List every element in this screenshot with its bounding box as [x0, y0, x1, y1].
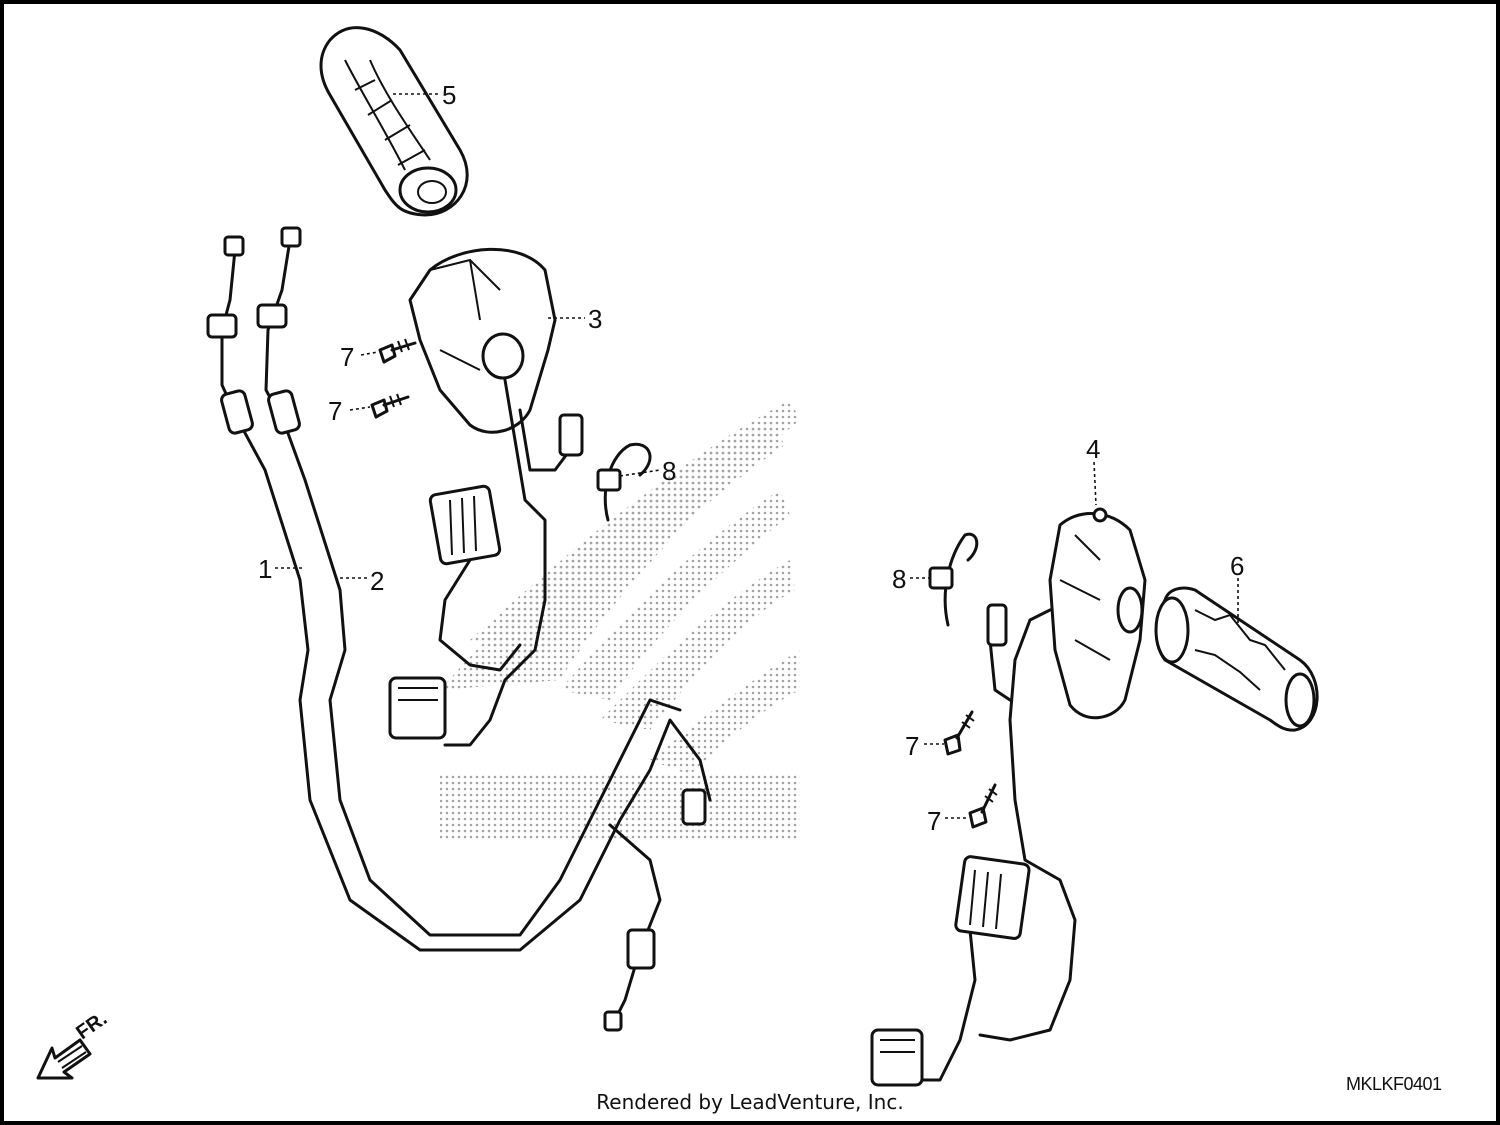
left-handlebar-switch[interactable]: [388, 247, 584, 747]
band-clamp-upper[interactable]: [596, 442, 652, 522]
callout-7b[interactable]: 7: [328, 396, 342, 426]
screw-left-upper[interactable]: [378, 338, 417, 364]
callout-6[interactable]: 6: [1230, 551, 1244, 581]
callout-7a[interactable]: 7: [340, 342, 354, 372]
leader-lines: [275, 93, 1239, 819]
callout-1[interactable]: 1: [258, 554, 272, 584]
callout-7d[interactable]: 7: [927, 806, 941, 836]
callout-5[interactable]: 5: [442, 80, 456, 110]
right-handlebar-switch[interactable]: [870, 507, 1147, 1087]
screw-right-lower[interactable]: [968, 783, 998, 829]
callout-8a[interactable]: 8: [662, 456, 676, 486]
band-clamp-lower[interactable]: [928, 532, 979, 627]
front-direction-arrow-icon: [36, 1038, 92, 1080]
callout-4[interactable]: 4: [1086, 434, 1100, 464]
callout-2[interactable]: 2: [370, 566, 384, 596]
callout-7c[interactable]: 7: [905, 731, 919, 761]
throttle-cables[interactable]: [206, 226, 712, 1032]
callout-8b[interactable]: 8: [892, 564, 906, 594]
grip-left[interactable]: [319, 26, 469, 217]
front-label: FR.: [72, 1008, 111, 1045]
screw-right-upper[interactable]: [943, 710, 975, 756]
screw-left-lower[interactable]: [370, 393, 410, 419]
render-credit: Rendered by LeadVenture, Inc.: [596, 1090, 904, 1114]
grip-right[interactable]: [1154, 586, 1319, 732]
diagram-code: MKLKF0401: [1346, 1074, 1442, 1094]
honda-watermark: [440, 400, 800, 840]
callout-3[interactable]: 3: [588, 304, 602, 334]
